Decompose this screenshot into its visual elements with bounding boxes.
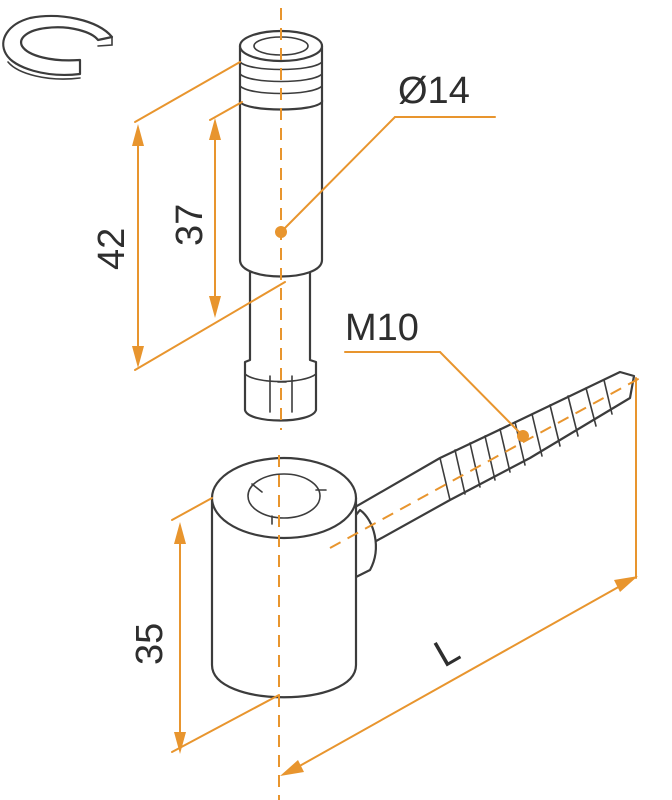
thread-leader [344,351,529,442]
dimension-length [280,377,638,776]
dimension-37-label: 37 [169,204,211,246]
dimension-37 [209,101,243,318]
dimension-42 [132,61,286,371]
retaining-ring [2,14,114,80]
dimension-length-label: L [428,629,467,676]
hinge-barrel [210,456,377,699]
thread-label: M10 [345,307,419,349]
dimension-35 [171,497,280,754]
lag-screw [348,370,636,552]
diameter-label: Ø14 [398,70,470,112]
dimension-42-label: 42 [91,228,133,270]
dimension-35-label: 35 [129,623,171,665]
diameter-leader [275,116,496,238]
